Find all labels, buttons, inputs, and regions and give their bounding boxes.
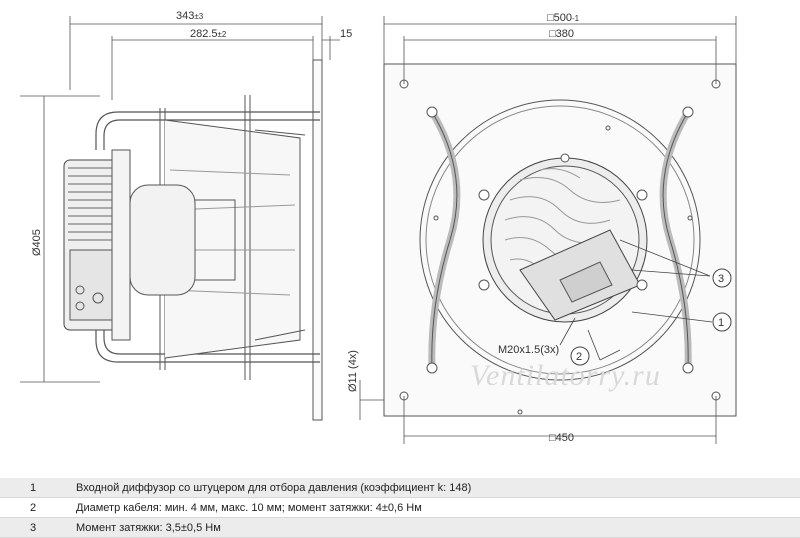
legend-table: 1 Входной диффузор со штуцером для отбор… [0, 478, 800, 538]
plate-outer-label: □500-1 [547, 12, 580, 24]
diameter-label: Ø405 [31, 229, 43, 256]
callout-1: 1 [712, 312, 732, 332]
front-dimension-lines [383, 16, 737, 444]
hole-diameter-label: Ø11 (4x) [347, 350, 359, 392]
legend-number: 1 [0, 478, 76, 498]
side-dimension-lines [20, 16, 430, 420]
legend-text: Входной диффузор со штуцером для отбора … [76, 478, 800, 498]
inlet-depth-label: 282.5±2 [190, 28, 227, 40]
svg-text:2: 2 [576, 351, 582, 363]
svg-text:1: 1 [718, 317, 724, 329]
legend-text: Диаметр кабеля: мин. 4 мм, макс. 10 мм; … [76, 497, 800, 518]
legend-row: 3 Момент затяжки: 3,5±0,5 Нм [0, 517, 800, 538]
callout-3: 3 [712, 268, 732, 288]
legend-row: 2 Диаметр кабеля: мин. 4 мм, макс. 10 мм… [0, 497, 800, 518]
side-view [63, 59, 323, 421]
front-view [383, 63, 737, 417]
hole-pitch-top-label: □380 [549, 28, 574, 40]
legend-row: 1 Входной диффузор со штуцером для отбор… [0, 478, 800, 498]
legend-text: Момент затяжки: 3,5±0,5 Нм [76, 517, 800, 538]
legend-number: 3 [0, 517, 76, 538]
legend-number: 2 [0, 497, 76, 518]
cable-gland-label: M20x1.5(3x) [498, 344, 559, 356]
callout-leaders [559, 239, 713, 361]
svg-text:3: 3 [718, 273, 724, 285]
plate-thickness-label: 15 [340, 28, 352, 40]
overall-depth-label: 343±3 [176, 10, 204, 22]
watermark: Ventilatorry.ru [470, 359, 661, 392]
technical-drawing: 343±3 282.5±2 15 Ø405 Ø11 (4x) [20, 10, 737, 444]
callout-2: 2 [570, 346, 590, 366]
hole-pitch-bottom-label: □450 [549, 432, 574, 444]
